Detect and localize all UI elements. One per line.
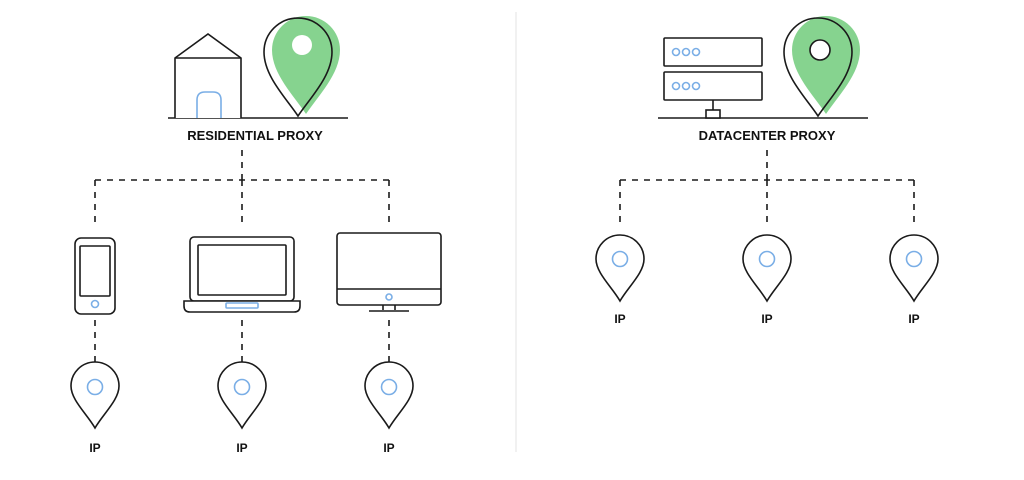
ip-label: IP xyxy=(908,312,919,326)
datacenter-proxy-section: DATACENTER PROXY IP IP IP xyxy=(595,16,939,326)
ip-label: IP xyxy=(89,441,100,455)
ip-label: IP xyxy=(761,312,772,326)
ip-label: IP xyxy=(236,441,247,455)
residential-connector-lines xyxy=(94,150,390,362)
monitor-icon xyxy=(336,232,442,312)
phone-icon xyxy=(74,237,116,315)
datacenter-ip-pin-1: IP xyxy=(595,234,645,326)
residential-title: RESIDENTIAL PROXY xyxy=(187,128,323,143)
datacenter-connector-lines xyxy=(619,150,915,222)
residential-ip-pin-1: IP xyxy=(70,361,120,455)
residential-location-pin-icon xyxy=(263,16,340,118)
residential-proxy-section: RESIDENTIAL PROXY xyxy=(70,16,442,455)
ip-label: IP xyxy=(614,312,625,326)
datacenter-title: DATACENTER PROXY xyxy=(699,128,836,143)
datacenter-ip-pin-3: IP xyxy=(889,234,939,326)
laptop-icon xyxy=(183,236,301,313)
residential-ip-pin-2: IP xyxy=(217,361,267,455)
residential-ip-pin-3: IP xyxy=(364,361,414,455)
server-icon xyxy=(663,37,763,119)
ip-label: IP xyxy=(383,441,394,455)
datacenter-location-pin-icon xyxy=(783,16,860,118)
house-icon xyxy=(174,33,242,118)
datacenter-ip-pin-2: IP xyxy=(742,234,792,326)
